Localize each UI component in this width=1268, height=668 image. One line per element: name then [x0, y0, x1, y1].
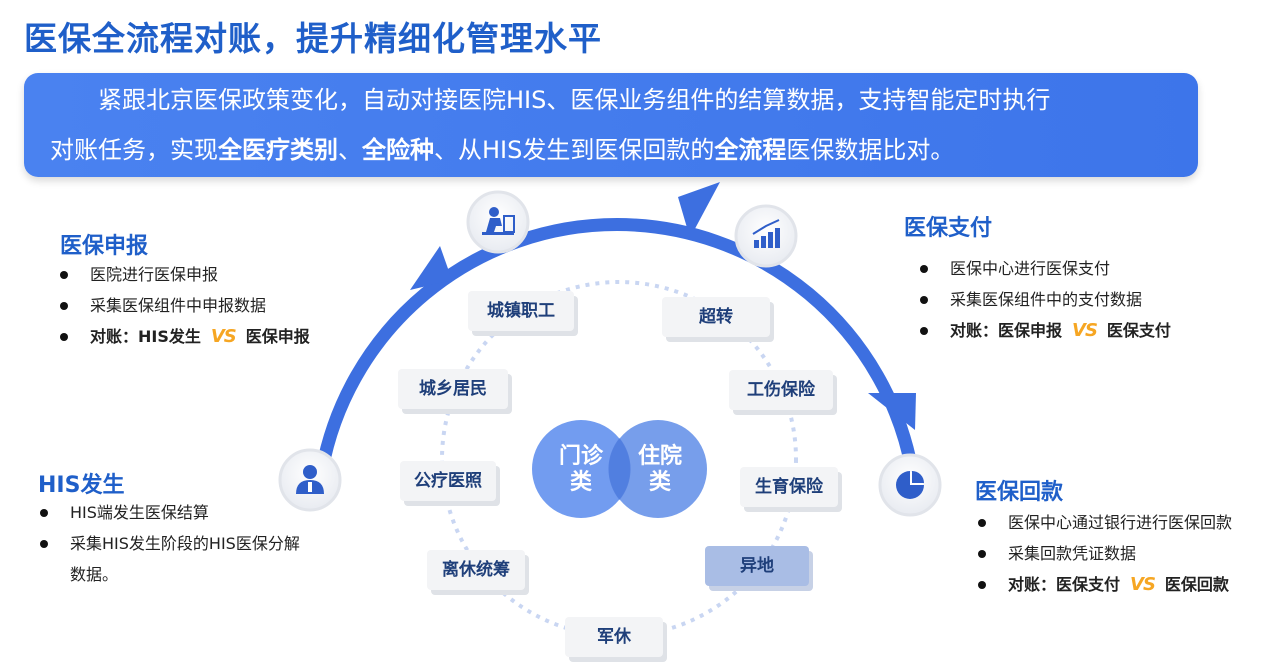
list-item: 采集医保组件中申报数据 — [60, 290, 310, 321]
tag-nonlocal: 异地 — [705, 546, 809, 586]
venn-outpatient-label: 门诊类 — [558, 444, 603, 495]
inner-dotted-ring — [440, 280, 798, 638]
summary-banner: 紧跟北京医保政策变化，自动对接医院HIS、医保业务组件的结算数据，支持智能定时执… — [24, 73, 1198, 177]
arc-arrow-right — [868, 393, 916, 430]
tag-maternity: 生育保险 — [740, 467, 838, 507]
section-refund-title: 医保回款 — [975, 480, 1064, 505]
node-report — [466, 190, 530, 254]
tag-military: 军休 — [565, 617, 663, 657]
venn-inpatient — [609, 420, 707, 518]
section-his-title: HIS发生 — [38, 473, 125, 498]
section-report-title: 医保申报 — [60, 234, 149, 259]
section-pay-title: 医保支付 — [904, 216, 993, 241]
tag-urban-rural: 城乡居民 — [398, 369, 508, 409]
list-item: HIS端发生医保结算 — [40, 497, 300, 528]
venn-inpatient-label: 住院类 — [637, 444, 682, 495]
arc-arrow-top — [678, 182, 720, 238]
flow-arc — [315, 218, 919, 472]
venn-outpatient — [532, 420, 630, 518]
section-his-list: HIS端发生医保结算 采集HIS发生阶段的HIS医保分解数据。 — [40, 497, 300, 590]
node-pay — [734, 204, 798, 268]
tag-transfer: 超转 — [662, 297, 770, 337]
list-item: 医保中心进行医保支付 — [920, 253, 1171, 284]
banner-line-1: 紧跟北京医保政策变化，自动对接医院HIS、医保业务组件的结算数据，支持智能定时执… — [98, 86, 1051, 114]
tag-urban-worker: 城镇职工 — [468, 291, 574, 331]
tag-retired: 离休统筹 — [427, 550, 525, 590]
banner-line-2: 对账任务，实现全医疗类别、全险种、从HIS发生到医保回款的全流程医保数据比对。 — [50, 136, 955, 164]
pie-chart-icon — [896, 471, 924, 499]
arc-arrow-left — [410, 246, 452, 290]
tag-injury: 工伤保险 — [729, 370, 833, 410]
list-item: 采集HIS发生阶段的HIS医保分解数据。 — [40, 528, 300, 590]
venn-overlap — [608, 438, 631, 500]
node-refund — [878, 453, 942, 517]
node-his — [278, 448, 342, 512]
user-icon — [296, 465, 324, 494]
list-item: 医院进行医保申报 — [60, 259, 310, 290]
list-item: 采集医保组件中的支付数据 — [920, 284, 1171, 315]
list-item: 采集回款凭证数据 — [978, 538, 1232, 569]
list-item: 医保中心通过银行进行医保回款 — [978, 507, 1232, 538]
tag-public-medical: 公疗医照 — [400, 461, 496, 501]
person-at-desk-icon — [482, 207, 515, 235]
bar-chart-icon — [752, 219, 780, 248]
page-title: 医保全流程对账，提升精细化管理水平 — [24, 19, 602, 58]
